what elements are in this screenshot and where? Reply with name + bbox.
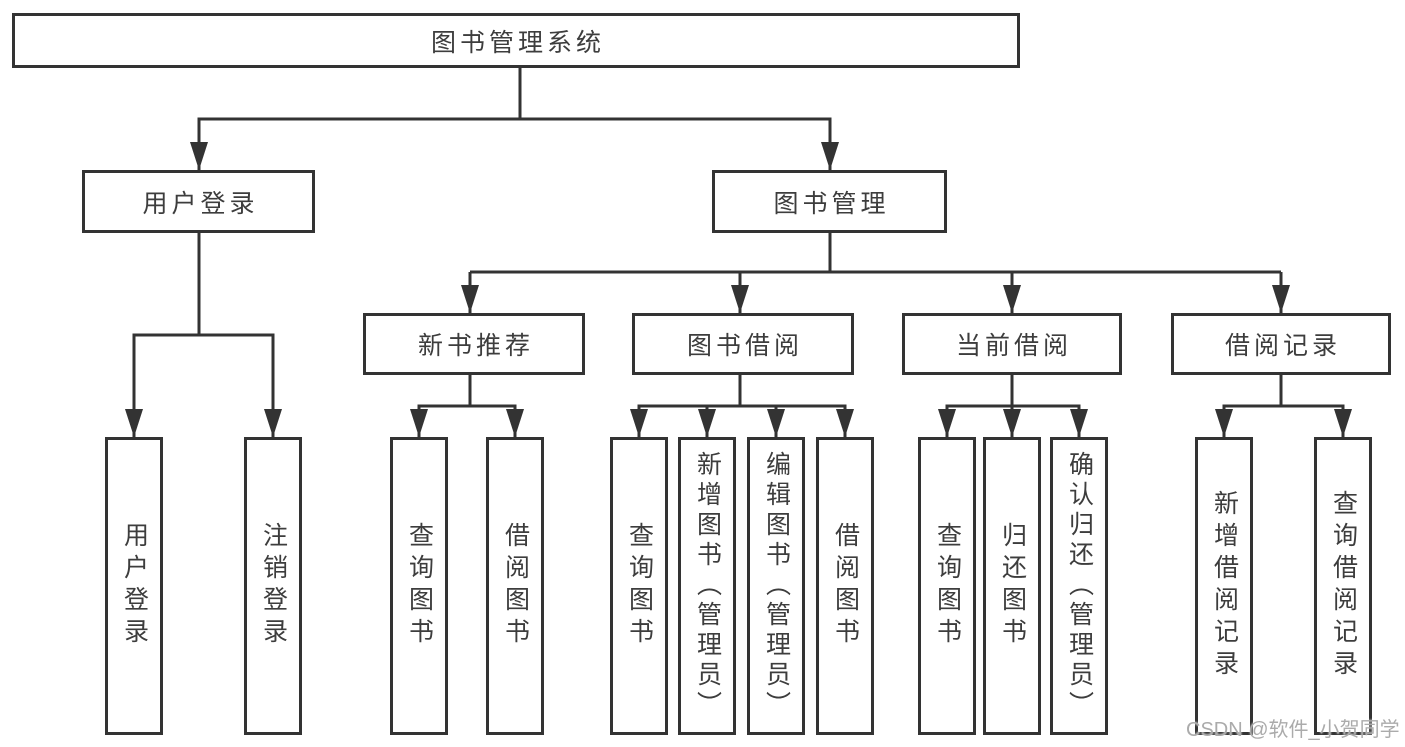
leaf-label: 查询图书 bbox=[405, 522, 434, 650]
leaf-query-books: 查询图书 bbox=[610, 437, 668, 735]
leaf-return-books: 归还图书 bbox=[983, 437, 1041, 735]
leaf-label: 借阅图书 bbox=[831, 522, 860, 650]
leaf-label: 注销登录 bbox=[259, 522, 288, 650]
leaf-add-borrow-record: 新增借阅记录 bbox=[1195, 437, 1253, 735]
leaf-borrow-books: 借阅图书 bbox=[486, 437, 544, 735]
tree-edges bbox=[132, 67, 1345, 437]
leaf-add-books-admin: 新增图书（管理员） bbox=[678, 437, 736, 735]
node-label: 用户登录 bbox=[142, 189, 259, 218]
leaf-confirm-return-admin: 确认归还（管理员） bbox=[1050, 437, 1108, 735]
node-label: 当前借阅 bbox=[955, 332, 1072, 360]
leaf-query-books: 查询图书 bbox=[918, 437, 976, 735]
leaf-label: 新增图书（管理员） bbox=[693, 451, 722, 721]
node-root-library-system: 图书管理系统 bbox=[12, 13, 1020, 68]
leaf-edit-books-admin: 编辑图书（管理员） bbox=[747, 437, 805, 735]
leaf-label: 归还图书 bbox=[998, 522, 1027, 650]
csdn-watermark: CSDN @软件_小贺同学 bbox=[1186, 719, 1400, 741]
node-current-borrowing: 当前借阅 bbox=[902, 313, 1122, 375]
leaf-label: 查询图书 bbox=[625, 522, 654, 650]
leaf-label: 查询图书 bbox=[933, 522, 962, 650]
node-borrowing-records: 借阅记录 bbox=[1171, 313, 1391, 375]
node-label: 借阅记录 bbox=[1224, 332, 1341, 360]
leaf-label: 查询借阅记录 bbox=[1329, 490, 1358, 682]
leaf-query-books: 查询图书 bbox=[390, 437, 448, 735]
node-new-book-recommend: 新书推荐 bbox=[363, 313, 585, 375]
leaf-label: 确认归还（管理员） bbox=[1065, 451, 1094, 721]
node-label: 新书推荐 bbox=[417, 332, 534, 360]
leaf-logout: 注销登录 bbox=[244, 437, 302, 735]
leaf-borrow-books: 借阅图书 bbox=[816, 437, 874, 735]
node-label: 图书管理 bbox=[773, 189, 890, 218]
node-book-borrowing: 图书借阅 bbox=[632, 313, 854, 375]
node-user-login-branch: 用户登录 bbox=[82, 170, 315, 233]
leaf-label: 借阅图书 bbox=[501, 522, 530, 650]
leaf-query-borrow-record: 查询借阅记录 bbox=[1314, 437, 1372, 735]
leaf-user-login: 用户登录 bbox=[105, 437, 163, 735]
leaf-label: 用户登录 bbox=[120, 522, 149, 650]
node-label: 图书管理系统 bbox=[430, 28, 605, 57]
leaf-label: 新增借阅记录 bbox=[1210, 490, 1239, 682]
node-book-management-branch: 图书管理 bbox=[712, 170, 947, 233]
leaf-label: 编辑图书（管理员） bbox=[762, 451, 791, 721]
node-label: 图书借阅 bbox=[686, 332, 803, 360]
